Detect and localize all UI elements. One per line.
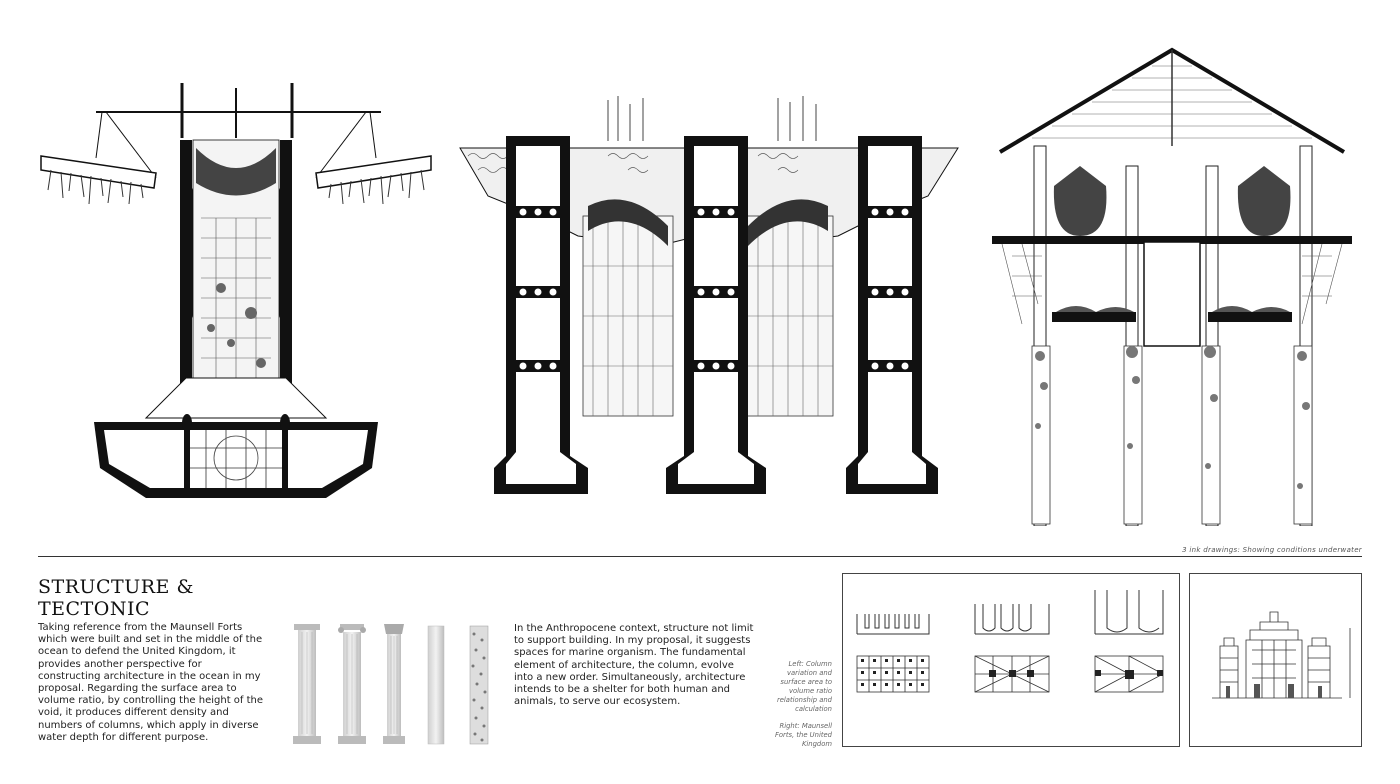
maunsell-fort-panel [1189, 573, 1362, 747]
column-doric [293, 624, 321, 744]
section-title-line-2: TECTONIC [38, 598, 150, 620]
section-title-line-1: STRUCTURE & [38, 576, 194, 598]
column-ratio-panel [842, 573, 1180, 747]
section-title: STRUCTURE & TECTONIC [38, 576, 194, 620]
drawing-fort-section [36, 78, 436, 504]
figure-side-note: Left: Column variation and surface area … [770, 660, 832, 757]
section-divider [38, 556, 1362, 557]
column-left [494, 136, 588, 494]
drawings-caption: 3 ink drawings: Showing conditions under… [1182, 546, 1362, 554]
column-plain [427, 625, 445, 745]
column-orders-image [286, 620, 496, 746]
column-ionic [338, 624, 366, 744]
column-corinthian [383, 624, 405, 744]
column-center [666, 136, 766, 494]
column-textured [469, 625, 489, 745]
side-note-left: Left: Column variation and surface area … [776, 660, 832, 713]
side-note-right: Right: Maunsell Forts, the United Kingdo… [774, 722, 832, 748]
drawing-shelter-section [992, 46, 1362, 526]
body-paragraph-middle: In the Anthropocene context, structure n… [514, 623, 754, 708]
body-paragraph-left: Taking reference from the Maunsell Forts… [38, 622, 264, 743]
drawing-column-perspective [458, 96, 962, 500]
